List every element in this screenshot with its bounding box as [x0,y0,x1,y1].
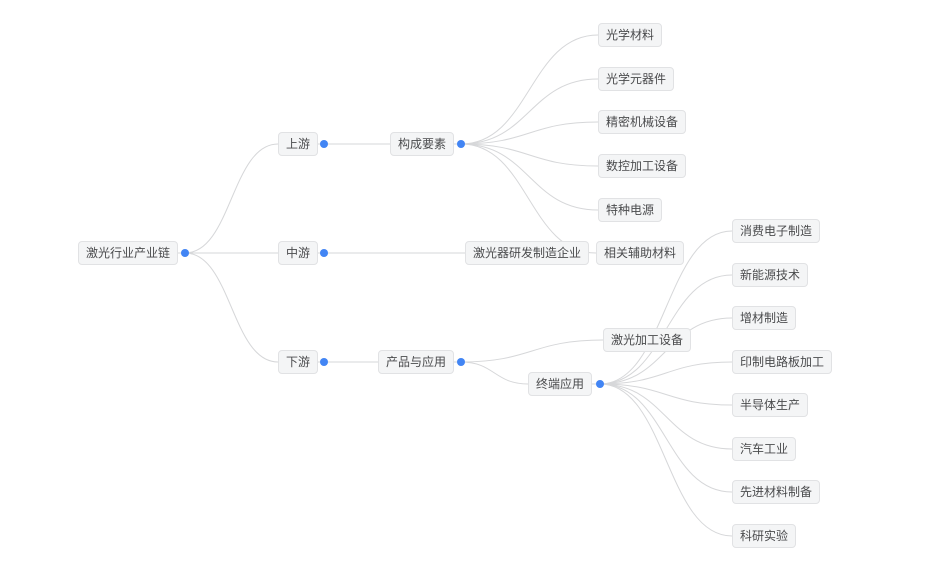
node-label-shangyou: 上游 [286,137,311,151]
node-label-xianjin-cailiao-zhibei: 先进材料制备 [740,485,813,499]
edge-zhongduan-yingyong-to-yinzhi-dianluban-jiagong [599,361,733,385]
node-label-root: 激光行业产业链 [86,246,171,260]
node-label-yinzhi-dianluban-jiagong: 印制电路板加工 [740,355,825,369]
mindmap-node-zhongyou[interactable]: 中游 [278,241,319,265]
node-label-guangxue-cailiao: 光学材料 [606,28,655,42]
collapse-dot-zhongyou[interactable] [320,249,328,257]
node-label-xiayou: 下游 [286,355,311,369]
edge-goucheng-yaosu-to-jingmi-jixie-shebei [460,121,599,145]
edge-goucheng-yaosu-to-guangxue-yuanqijian [460,78,599,145]
mindmap-node-xianjin-cailiao-zhibei[interactable]: 先进材料制备 [732,480,821,504]
node-label-zengcai-zhizao: 增材制造 [740,311,789,325]
mindmap-node-root[interactable]: 激光行业产业链 [78,241,179,265]
mindmap-node-bandaoti-shengchan[interactable]: 半导体生产 [732,393,809,417]
mindmap-node-shukong-jiagong-shebei[interactable]: 数控加工设备 [598,154,687,178]
edge-zhongduan-yingyong-to-keyan-shiyan [599,383,733,537]
mindmap-node-zengcai-zhizao[interactable]: 增材制造 [732,306,797,330]
node-label-bandaoti-shengchan: 半导体生产 [740,398,801,412]
collapse-dot-shangyou[interactable] [320,140,328,148]
edge-goucheng-yaosu-to-tezhong-dianyuan [460,143,599,211]
edge-goucheng-yaosu-to-shukong-jiagong-shebei [460,143,599,167]
node-label-xiaofei-dianzi-zhizao: 消费电子制造 [740,224,813,238]
node-label-guangxue-yuanqijian: 光学元器件 [606,72,667,86]
edge-chanpin-yingyong-to-jiguang-jiagong-shebei [460,339,604,363]
node-label-chanpin-yingyong: 产品与应用 [386,355,447,369]
collapse-dot-xiayou[interactable] [320,358,328,366]
node-label-tezhong-dianyuan: 特种电源 [606,203,655,217]
mindmap-node-xinnengyuan-jishu[interactable]: 新能源技术 [732,263,809,287]
edge-chanpin-yingyong-to-zhongduan-yingyong [460,361,529,385]
mindmap-node-goucheng-yaosu[interactable]: 构成要素 [390,132,455,156]
node-label-jingmi-jixie-shebei: 精密机械设备 [606,115,679,129]
edge-goucheng-yaosu-to-guangxue-cailiao [460,34,599,145]
collapse-dot-chanpin-yingyong[interactable] [457,358,465,366]
node-label-zhongduan-yingyong: 终端应用 [536,377,585,391]
mindmap-node-jingmi-jixie-shebei[interactable]: 精密机械设备 [598,110,687,134]
node-label-zhongyou: 中游 [286,246,311,260]
collapse-dot-root[interactable] [181,249,189,257]
edge-zhongduan-yingyong-to-xianjin-cailiao-zhibei [599,383,733,493]
node-label-xinnengyuan-jishu: 新能源技术 [740,268,801,282]
mindmap-node-yinzhi-dianluban-jiagong[interactable]: 印制电路板加工 [732,350,833,374]
edge-zhongduan-yingyong-to-bandaoti-shengchan [599,383,733,406]
mindmap-node-zhongduan-yingyong[interactable]: 终端应用 [528,372,593,396]
edge-root-to-shangyou [184,143,279,254]
node-label-xiangguan-fuzhu-cailiao: 相关辅助材料 [604,246,677,260]
node-label-jiguang-jiagong-shebei: 激光加工设备 [611,333,684,347]
mindmap-node-qiche-gongye[interactable]: 汽车工业 [732,437,797,461]
edge-zhongduan-yingyong-to-qiche-gongye [599,383,733,450]
node-label-goucheng-yaosu: 构成要素 [398,137,447,151]
node-label-jiguangqi-yanfa: 激光器研发制造企业 [473,246,582,260]
mindmap-node-tezhong-dianyuan[interactable]: 特种电源 [598,198,663,222]
mindmap-node-jiguang-jiagong-shebei[interactable]: 激光加工设备 [603,328,692,352]
mindmap-node-jiguangqi-yanfa[interactable]: 激光器研发制造企业 [465,241,590,265]
mindmap-node-chanpin-yingyong[interactable]: 产品与应用 [378,350,455,374]
collapse-dot-goucheng-yaosu[interactable] [457,140,465,148]
mindmap-node-keyan-shiyan[interactable]: 科研实验 [732,524,797,548]
mindmap-node-guangxue-cailiao[interactable]: 光学材料 [598,23,663,47]
mindmap-node-xiayou[interactable]: 下游 [278,350,319,374]
node-label-keyan-shiyan: 科研实验 [740,529,789,543]
collapse-dot-zhongduan-yingyong[interactable] [596,380,604,388]
edge-zhongduan-yingyong-to-xiaofei-dianzi-zhizao [599,230,733,385]
edge-root-to-xiayou [184,252,279,363]
node-label-qiche-gongye: 汽车工业 [740,442,789,456]
mindmap-node-xiaofei-dianzi-zhizao[interactable]: 消费电子制造 [732,219,821,243]
mindmap-node-shangyou[interactable]: 上游 [278,132,319,156]
mindmap-node-xiangguan-fuzhu-cailiao[interactable]: 相关辅助材料 [596,241,685,265]
mindmap-node-guangxue-yuanqijian[interactable]: 光学元器件 [598,67,675,91]
node-label-shukong-jiagong-shebei: 数控加工设备 [606,159,679,173]
